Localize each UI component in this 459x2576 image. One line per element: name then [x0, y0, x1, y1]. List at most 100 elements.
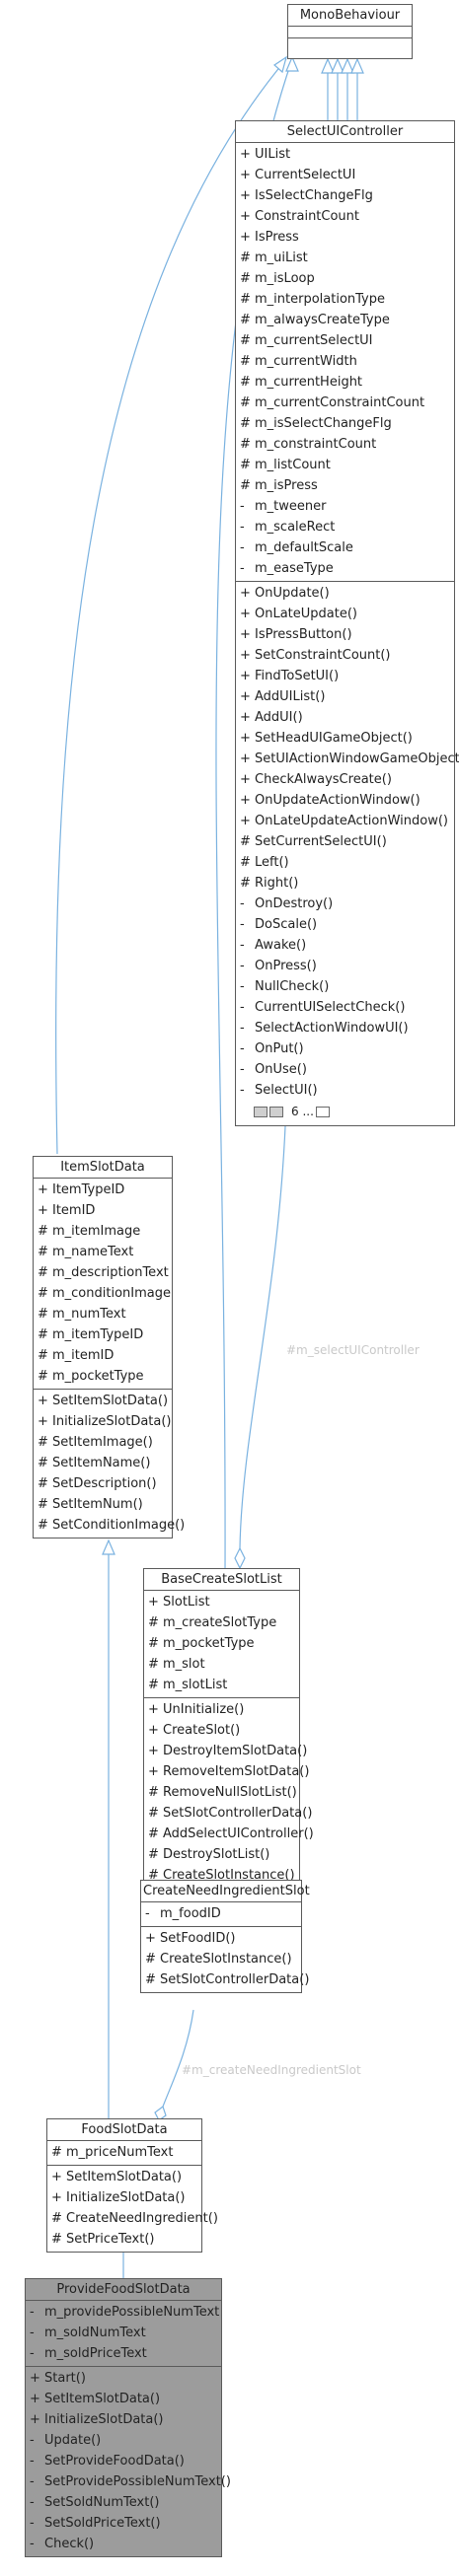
member-name: NullCheck(): [255, 979, 330, 994]
member-name: AddUI(): [255, 710, 303, 725]
member-name: OnLateUpdate(): [255, 607, 357, 621]
member-name: m_soldNumText: [44, 2326, 146, 2340]
class-basecreateslotlist[interactable]: BaseCreateSlotList +SlotList#m_createSlo…: [143, 1568, 314, 1889]
member-name: RemoveNullSlotList(): [163, 1785, 297, 1800]
member-row: #m_constraintCount: [236, 434, 454, 455]
member-row: #CreateSlotInstance(): [144, 1865, 299, 1886]
member-row: +InitializeSlotData(): [47, 2187, 201, 2208]
member-row: +SetFoodID(): [141, 1928, 301, 1949]
member-name: m_currentWidth: [255, 354, 357, 369]
visibility-marker: #: [240, 292, 251, 307]
edge-selectui-basecreateslotlist: [239, 1099, 287, 1549]
member-name: SetItemName(): [52, 1456, 151, 1470]
member-row: -m_soldPriceText: [26, 2343, 221, 2364]
member-name: m_currentSelectUI: [255, 333, 373, 348]
visibility-marker: +: [148, 1744, 159, 1758]
class-foodslotdata[interactable]: FoodSlotData #m_priceNumText +SetItemSlo…: [46, 2118, 218, 2253]
visibility-marker: #: [240, 416, 251, 431]
member-row: #m_currentSelectUI: [236, 330, 454, 351]
visibility-marker: +: [51, 2190, 62, 2205]
inherit-arrow-2: [285, 55, 299, 72]
inherit-arrow-7: [102, 1538, 115, 1555]
member-row: -CurrentUISelectCheck(): [236, 997, 454, 1018]
attributes-section: +SlotList#m_createSlotType#m_pocketType#…: [144, 1591, 299, 1698]
visibility-marker: +: [240, 669, 251, 683]
member-row: -SetSoldNumText(): [26, 2492, 221, 2513]
member-row: # m_uiList: [236, 248, 454, 268]
member-name: m_nameText: [52, 1245, 134, 1259]
visibility-marker: #: [38, 1265, 48, 1280]
attributes-section: -m_foodID: [141, 1902, 301, 1927]
member-row: + ItemTypeID: [34, 1180, 172, 1200]
visibility-marker: #: [240, 250, 251, 265]
visibility-marker: +: [240, 710, 251, 725]
member-row: -m_foodID: [141, 1903, 301, 1924]
member-row: -m_providePossibleNumText: [26, 2302, 221, 2323]
member-row: -m_easeType: [236, 558, 454, 579]
member-row: +SetConstraintCount(): [236, 645, 454, 666]
visibility-marker: #: [38, 1348, 48, 1363]
visibility-marker: +: [38, 1182, 48, 1197]
visibility-marker: -: [240, 959, 245, 973]
visibility-marker: #: [51, 2211, 62, 2226]
member-row: +DestroyItemSlotData(): [144, 1741, 307, 1761]
more-members[interactable]: 6 ...: [236, 1101, 454, 1123]
member-row: #m_descriptionText: [34, 1262, 172, 1283]
member-row: +CurrentSelectUI: [236, 165, 454, 185]
member-name: SetHeadUIGameObject(): [255, 731, 413, 746]
class-selectuicontroller[interactable]: SelectUIController +UIList+CurrentSelect…: [235, 120, 459, 1126]
member-row: #m_slotList: [144, 1675, 299, 1695]
member-name: OnLateUpdateActionWindow(): [255, 814, 448, 828]
attributes-section: #m_priceNumText: [47, 2141, 201, 2166]
visibility-marker: +: [240, 751, 251, 766]
member-row: -OnPut(): [236, 1038, 454, 1059]
member-name: Left(): [255, 855, 289, 870]
attributes-section: -m_providePossibleNumText-m_soldNumText -…: [26, 2301, 221, 2367]
class-monobehaviour[interactable]: MonoBehaviour: [287, 4, 413, 59]
member-row: #m_interpolationType: [236, 289, 454, 310]
class-itemslotdata[interactable]: ItemSlotData +ItemTypeID+ItemID#m_itemIm…: [33, 1156, 185, 1538]
member-row: #SetCurrentSelectUI(): [236, 831, 454, 852]
member-name: m_conditionImage: [52, 1286, 171, 1301]
visibility-marker: -: [30, 2516, 35, 2531]
methods-section: +OnUpdate()+OnLateUpdate()+IsPressButton…: [236, 582, 459, 1125]
visibility-marker: +: [240, 147, 251, 162]
member-name: m_pocketType: [52, 1369, 144, 1384]
member-row: #m_slot: [144, 1654, 299, 1675]
member-row: #m_itemImage: [34, 1221, 172, 1242]
class-title: MonoBehaviour: [288, 5, 412, 27]
member-row: #m_isLoop: [236, 268, 454, 289]
visibility-marker: -: [30, 2305, 35, 2320]
member-name: m_uiList: [255, 250, 308, 265]
member-name: SetItemNum(): [52, 1497, 143, 1512]
member-row: #DestroySlotList(): [144, 1844, 299, 1865]
visibility-marker: +: [148, 1764, 159, 1779]
member-name: SelectUI(): [255, 1083, 318, 1098]
member-name: IsPressButton(): [255, 627, 352, 642]
class-providefoodslotdata[interactable]: ProvideFoodSlotData -m_providePossibleNu…: [25, 2278, 231, 2557]
member-name: ItemTypeID: [52, 1182, 125, 1197]
member-name: SetConditionImage(): [52, 1518, 186, 1533]
member-name: SetItemSlotData(): [66, 2170, 183, 2184]
member-name: m_currentConstraintCount: [255, 395, 425, 410]
visibility-marker: #: [240, 395, 251, 410]
member-name: DestroySlotList(): [163, 1847, 270, 1862]
class-createneedingredientslot[interactable]: CreateNeedIngredientSlot -m_foodID +SetF…: [140, 1880, 310, 1993]
visibility-marker: +: [240, 793, 251, 808]
member-name: m_currentHeight: [255, 375, 363, 390]
member-name: m_listCount: [255, 458, 331, 472]
member-row: #m_createSlotType: [144, 1612, 299, 1633]
member-row: #SetConditionImage(): [34, 1515, 185, 1536]
visibility-marker: #: [240, 271, 251, 286]
member-name: m_scaleRect: [255, 520, 336, 535]
visibility-marker: +: [30, 2392, 40, 2406]
member-row: +OnLateUpdate(): [236, 604, 454, 624]
visibility-marker: +: [240, 168, 251, 182]
member-name: AddSelectUIController(): [163, 1826, 314, 1841]
visibility-marker: +: [51, 2170, 62, 2184]
member-row: #SetSlotControllerData(): [141, 1969, 309, 1990]
member-row: +CheckAlwaysCreate(): [236, 769, 454, 790]
edge-itemslotdata-monobehaviour: [55, 58, 287, 1155]
member-name: DoScale(): [255, 917, 318, 932]
visibility-marker: +: [38, 1203, 48, 1218]
